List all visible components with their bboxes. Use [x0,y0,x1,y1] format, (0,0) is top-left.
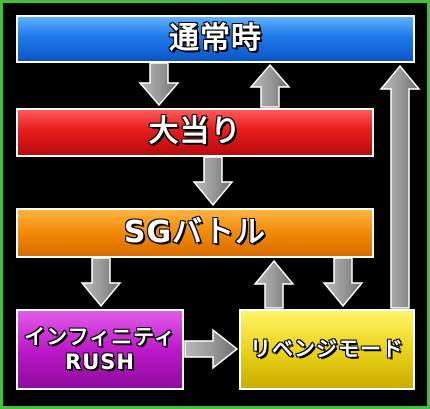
arrow-revenge-to-normal [379,64,421,309]
arrow-normal-to-bigwin [138,62,180,107]
box-revenge-mode: リベンジモード [239,309,415,390]
arrow-bigwin-to-sgbattle [192,156,234,207]
arrow-bigwin-to-normal [249,63,291,108]
box-infinity-label-line1: インフィニティ [23,325,176,351]
box-big-win: 大当り [16,108,374,157]
box-normal-label: 通常時 [168,20,262,56]
arrow-infinity-to-revenge [184,328,239,370]
box-sg-battle: SGバトル [16,208,374,258]
box-big-win-label: 大当り [148,114,242,150]
arrow-sgbattle-to-revenge [322,257,364,308]
box-sg-battle-label: SGバトル [123,214,267,250]
box-infinity-rush: インフィニティ RUSH [16,309,184,390]
arrow-revenge-to-sgbattle [253,259,295,309]
arrow-sgbattle-to-infinity [80,257,122,308]
box-normal-state: 通常時 [16,15,415,63]
box-revenge-label: リベンジモード [249,337,404,363]
box-infinity-label-line2: RUSH [64,349,135,375]
